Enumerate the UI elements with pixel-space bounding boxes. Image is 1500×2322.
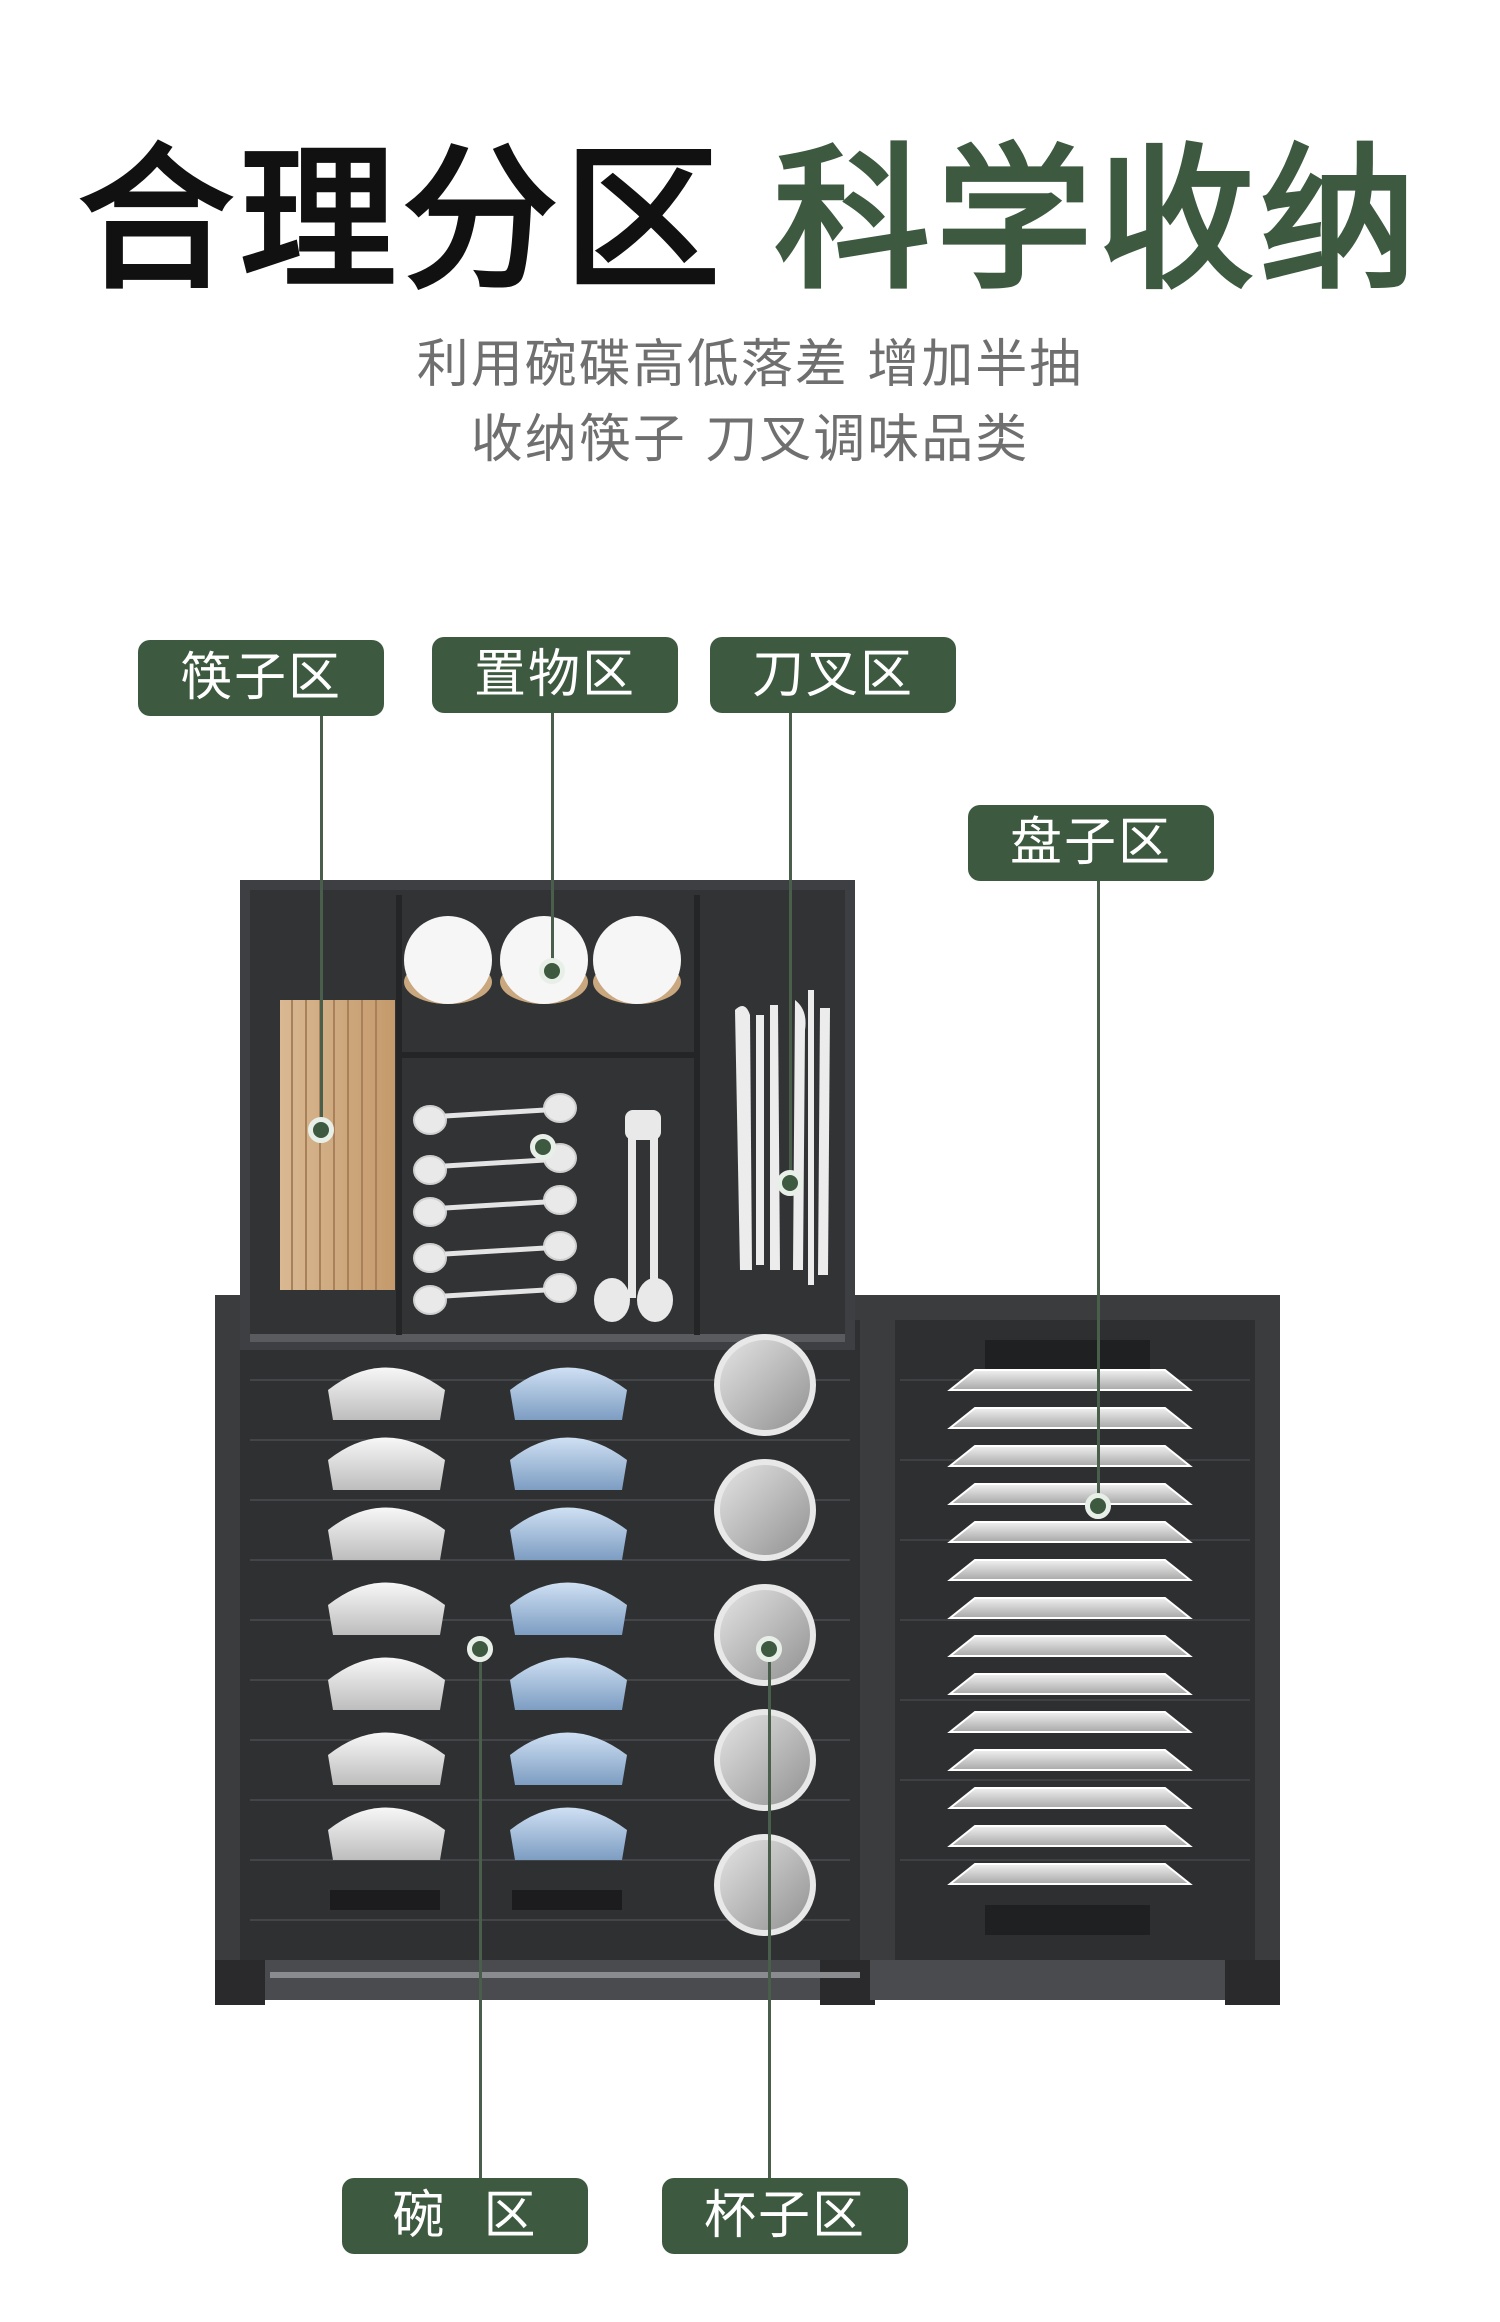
marker-dot-bowls bbox=[467, 1636, 493, 1662]
leader-line-cups bbox=[768, 1648, 771, 2180]
cups bbox=[714, 1334, 816, 1936]
zone-label-bowls: 碗 区 bbox=[342, 2178, 588, 2254]
zone-label-plates: 盘子区 bbox=[968, 805, 1214, 881]
marker-dot-plates bbox=[1085, 1493, 1111, 1519]
subtitle-line1: 利用碗碟高低落差 增加半抽 bbox=[416, 335, 1084, 395]
subtitle-line2: 收纳筷子 刀叉调味品类 bbox=[470, 410, 1030, 470]
leader-line-cutlery bbox=[789, 712, 792, 1182]
marker-dot-storage bbox=[539, 958, 565, 984]
marker-dot-spoons bbox=[530, 1134, 556, 1160]
leader-line-storage bbox=[551, 712, 554, 970]
title-part1: 合理分区 bbox=[78, 129, 726, 311]
leader-line-bowls bbox=[479, 1648, 482, 2180]
page-title: 合理分区科学收纳 bbox=[0, 130, 1500, 310]
title-part2: 科学收纳 bbox=[774, 129, 1422, 311]
marker-dot-cutlery bbox=[777, 1170, 803, 1196]
half-drawer bbox=[240, 880, 855, 1350]
zone-label-chopsticks: 筷子区 bbox=[138, 640, 384, 716]
white-bowls bbox=[328, 1367, 445, 1910]
zone-label-cutlery: 刀叉区 bbox=[710, 637, 956, 713]
marker-dot-chopsticks bbox=[308, 1117, 334, 1143]
zone-label-cups: 杯子区 bbox=[662, 2178, 908, 2254]
marker-dot-cups bbox=[756, 1636, 782, 1662]
leader-line-plates bbox=[1097, 880, 1100, 1505]
blue-bowls bbox=[510, 1367, 627, 1910]
leader-line-chopsticks bbox=[320, 715, 323, 1130]
plates bbox=[947, 1369, 1193, 1885]
zone-label-storage: 置物区 bbox=[432, 637, 678, 713]
